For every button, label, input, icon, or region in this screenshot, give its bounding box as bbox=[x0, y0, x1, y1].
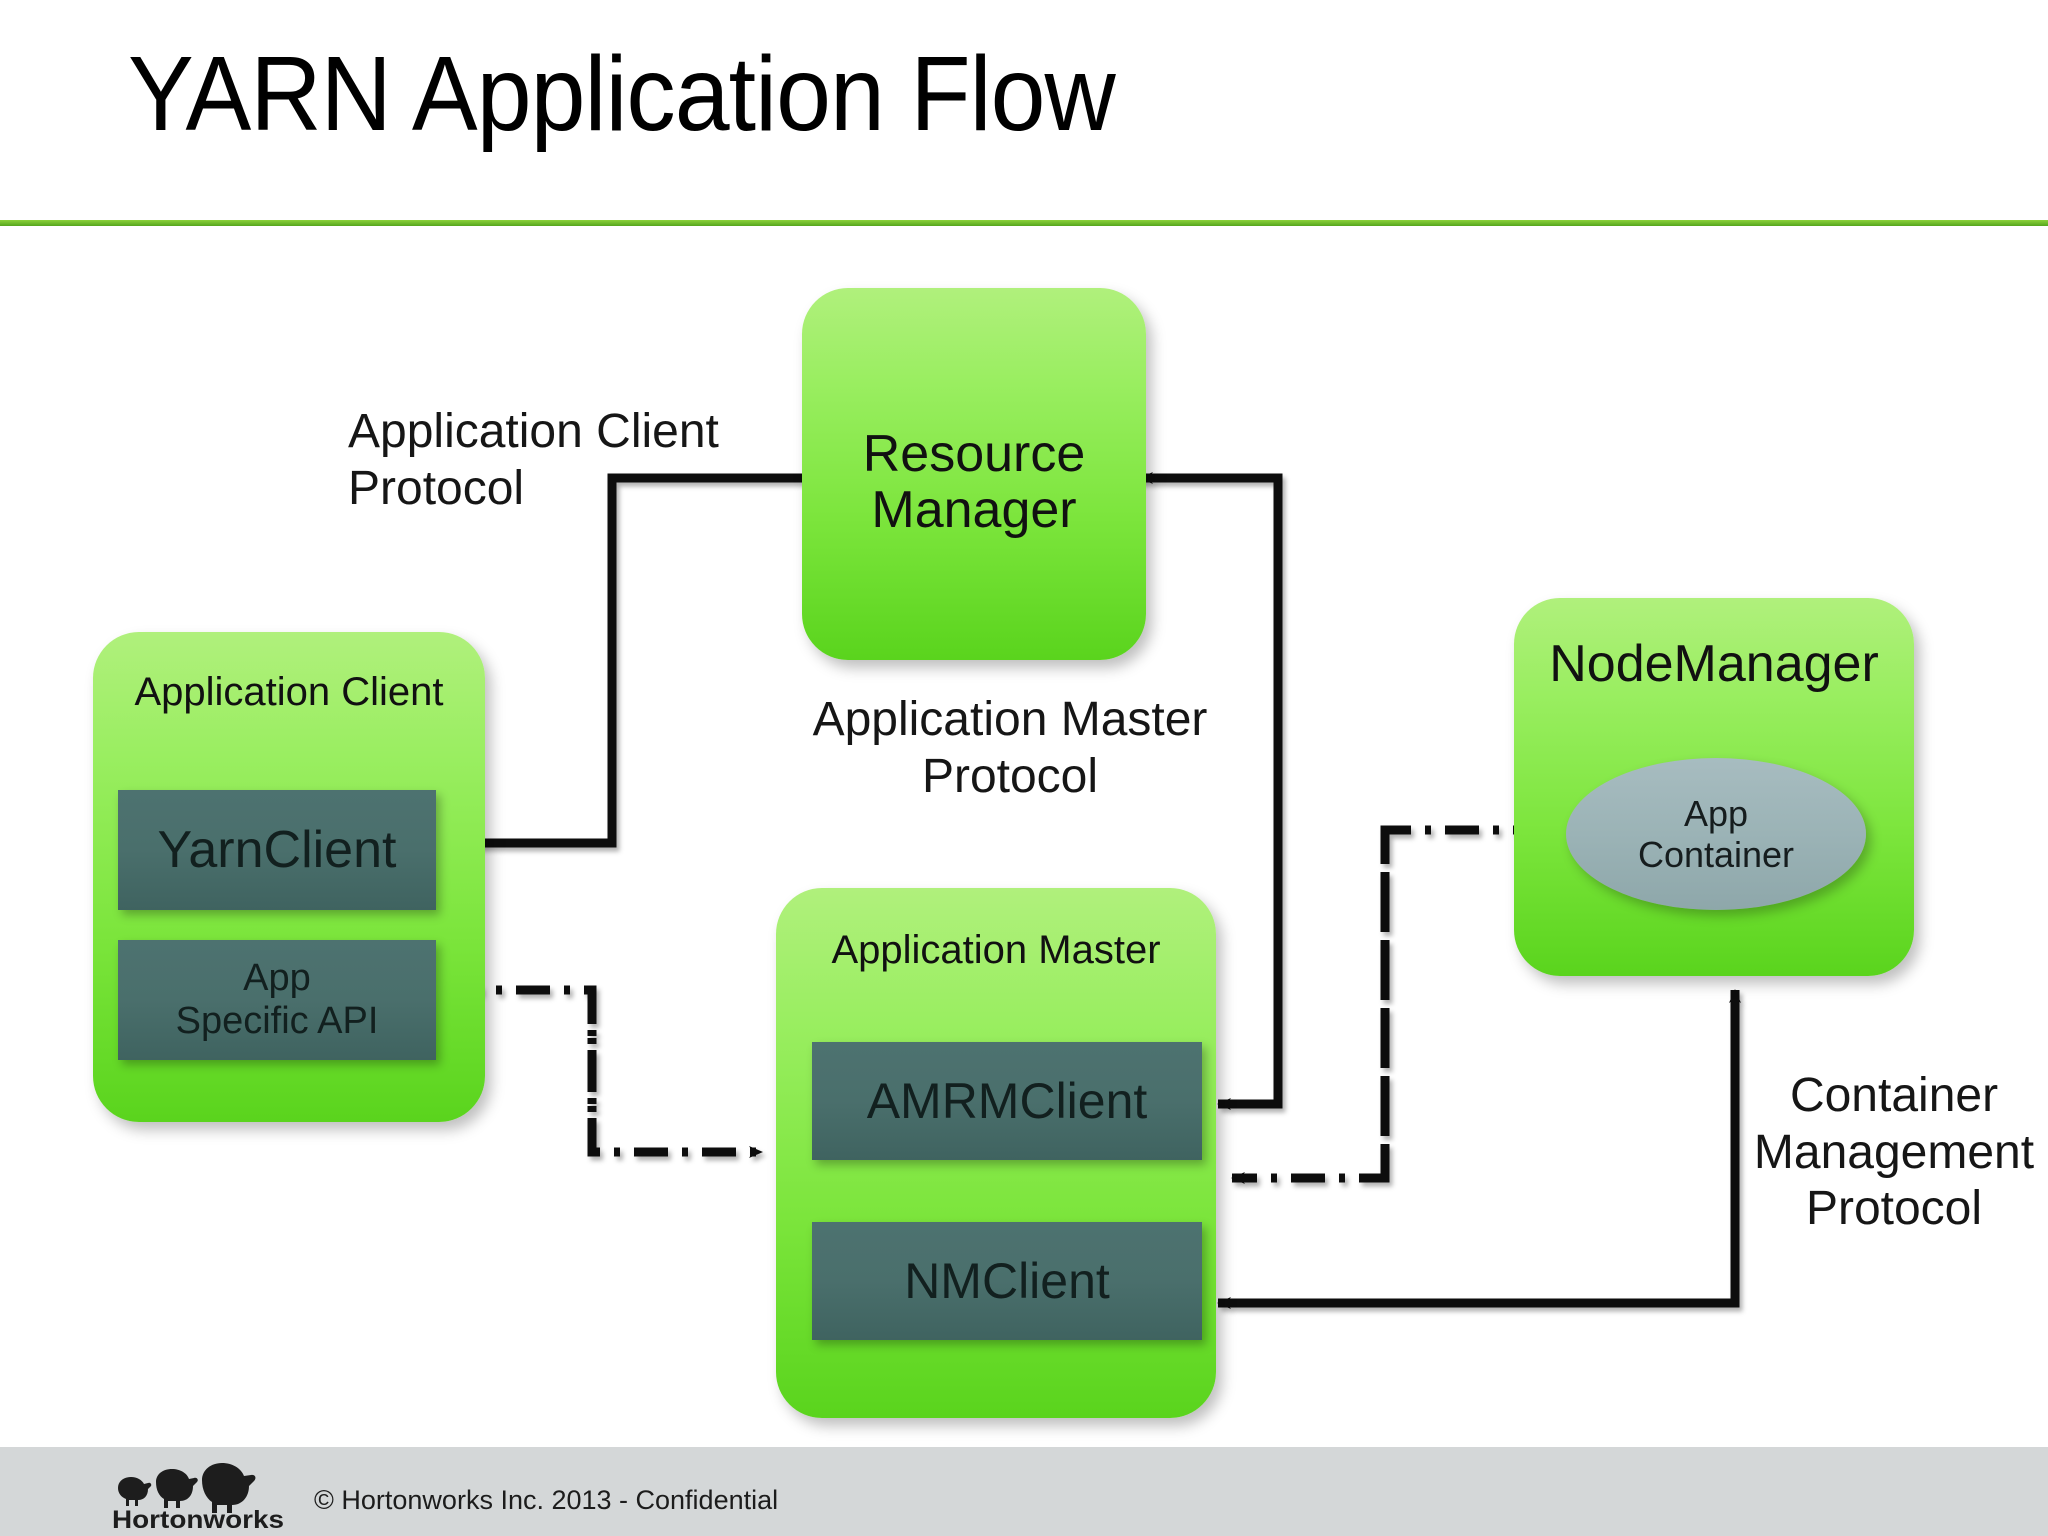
node-node-manager[interactable]: NodeManager bbox=[1514, 598, 1914, 976]
footer-bar bbox=[0, 1447, 2048, 1536]
nm-client-label: NMClient bbox=[904, 1253, 1110, 1309]
dash-arrow-appcontainer-to-amrmclient bbox=[1231, 830, 1390, 1184]
elephant-herd-icon bbox=[118, 1463, 256, 1513]
application-client-label: Application Client bbox=[134, 670, 444, 714]
page-title: YARN Application Flow bbox=[128, 35, 1116, 153]
node-manager-label: NodeManager bbox=[1549, 635, 1879, 693]
application-master-label: Application Master bbox=[831, 928, 1161, 972]
panel-amrm-client[interactable]: AMRMClient bbox=[812, 1042, 1202, 1160]
arrow-nodemanager-to-nmclient bbox=[1217, 990, 1740, 1309]
amrm-client-label: AMRMClient bbox=[866, 1073, 1148, 1129]
hortonworks-logo: Hortonworks bbox=[112, 1463, 284, 1530]
dash-arrow-appapi-to-am bbox=[587, 990, 763, 1158]
logo-wordmark: Hortonworks bbox=[112, 1506, 284, 1530]
arrow-nmclient-to-nodemanager bbox=[1218, 989, 1741, 1308]
copyright-text: © Hortonworks Inc. 2013 - Confidential bbox=[314, 1485, 779, 1515]
title-divider bbox=[0, 220, 2048, 226]
yarn-client-label: YarnClient bbox=[157, 820, 397, 879]
panel-nm-client[interactable]: NMClient bbox=[812, 1222, 1202, 1340]
panel-yarn-client[interactable]: YarnClient bbox=[118, 790, 436, 910]
